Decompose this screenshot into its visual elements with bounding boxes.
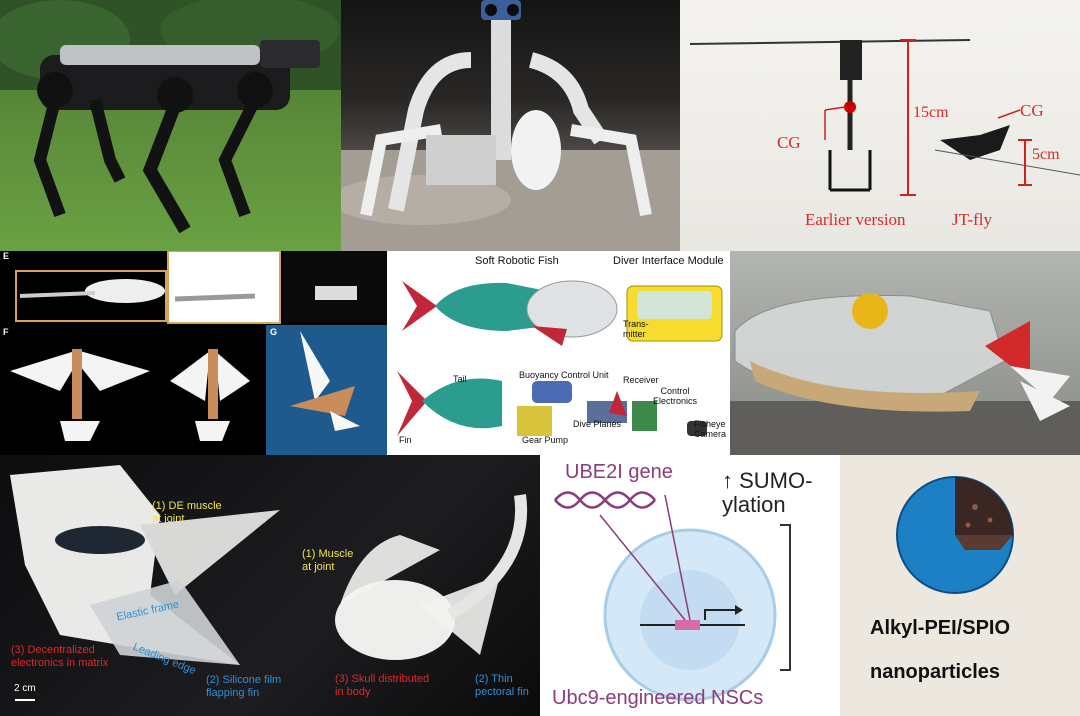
- sumoylation-label: ↑ SUMO- ylation: [722, 468, 813, 517]
- engineered-nsc-diagram: UBE2I gene ↑ SUMO- ylation Ubc9-engineer…: [540, 455, 840, 716]
- bird-panels-illustration: [0, 251, 387, 455]
- bird-robot-panels: E F G: [0, 251, 387, 455]
- transmitter-label: Trans- mitter: [623, 319, 649, 339]
- fish-title: Soft Robotic Fish: [475, 255, 559, 267]
- tail-label: Tail: [453, 374, 467, 384]
- fish-diagram-illustration: [397, 280, 723, 436]
- fin-label: Fin: [399, 435, 412, 445]
- receiver-label: Receiver: [623, 375, 659, 385]
- space-manipulator-robot-photo: [341, 0, 680, 251]
- nanoparticle-diagram: Alkyl-PEI/SPIO nanoparticles: [840, 455, 1080, 716]
- panel-g-label: G: [270, 327, 278, 337]
- buoyancy-label: Buoyancy Control Unit: [519, 370, 609, 380]
- caption-earlier-version: Earlier version: [805, 210, 906, 229]
- muscle-label: (1) Muscle at joint: [302, 548, 354, 573]
- gene-label: UBE2I gene: [565, 461, 673, 483]
- nanoparticle-illustration: [896, 476, 1014, 594]
- fish-robot-photo: [730, 251, 1080, 455]
- ray-robot-illustration: [10, 465, 528, 701]
- cg-left-label: CG: [777, 133, 801, 152]
- control-electronics-label: Control Electronics: [653, 386, 698, 406]
- quadruped-robot-illustration: [0, 0, 341, 234]
- soft-ray-robot-photo: (1) DE muscle at joint Elastic frame (3)…: [0, 455, 540, 716]
- nanoparticle-caption-line1: Alkyl-PEI/SPIO: [870, 617, 1011, 639]
- thin-fin-label: (2) Thin pectoral fin: [475, 673, 529, 698]
- height-right-label: 5cm: [1032, 146, 1060, 163]
- nanoparticle-caption-line2: nanoparticles: [870, 661, 1001, 683]
- nsc-illustration: [554, 491, 791, 702]
- gear-pump-label: Gear Pump: [522, 435, 569, 445]
- fish-robot-photo-illustration: [730, 293, 1080, 455]
- diver-module-title: Diver Interface Module: [613, 255, 724, 267]
- decentralized-label: (3) Decentralized electronics in matrix: [11, 644, 109, 669]
- nsc-caption: Ubc9-engineered NSCs: [552, 687, 764, 709]
- soft-robotic-fish-diagram: Soft Robotic Fish Diver Interface Module…: [387, 251, 730, 455]
- panel-e-label: E: [3, 251, 10, 261]
- quadruped-robot-photo: [0, 0, 341, 251]
- de-muscle-label: (1) DE muscle at joint: [152, 500, 222, 525]
- caption-jt-fly: JT-fly: [952, 210, 992, 229]
- flying-robot-illustration: [689, 39, 1080, 196]
- fisheye-camera-label: Fisheye Camera: [694, 419, 727, 439]
- skull-label: (3) Skull distributed in body: [335, 673, 430, 698]
- flying-robot-photo: CG 15cm CG 5cm Earlier version JT-fly: [680, 0, 1080, 251]
- silicone-label: (2) Silicone film flapping fin: [206, 674, 282, 699]
- height-left-label: 15cm: [913, 104, 949, 121]
- cg-right-label: CG: [1020, 101, 1044, 120]
- panel-f-label: F: [3, 327, 9, 337]
- space-robot-illustration: [341, 0, 680, 251]
- dive-planes-label: Dive Planes: [573, 419, 622, 429]
- scale-label: 2 cm: [14, 683, 36, 694]
